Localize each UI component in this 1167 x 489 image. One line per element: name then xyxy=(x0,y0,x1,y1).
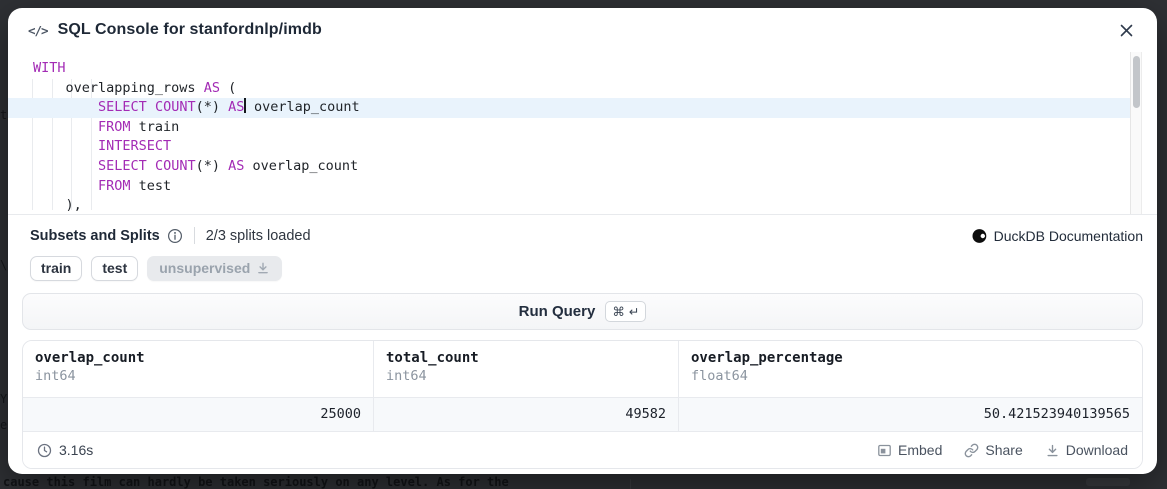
embed-icon xyxy=(878,444,891,456)
modal-header: </> SQL Console for stanfordnlp/imdb xyxy=(8,8,1157,52)
subsets-row: Subsets and Splits 2/3 splits loaded Duc… xyxy=(30,224,1143,247)
results-footer: 3.16s Embed Share xyxy=(23,431,1142,468)
code-editor-lines: WITH overlapping_rows AS ( SELECT COUNT(… xyxy=(8,52,1157,216)
result-cell: 25000 xyxy=(23,398,374,431)
text-cursor xyxy=(244,98,246,114)
splits-pills-row: train test unsupervised xyxy=(30,255,1143,281)
background-fragment-line xyxy=(630,479,631,489)
modal-title: SQL Console for stanfordnlp/imdb xyxy=(57,21,322,38)
download-label: Download xyxy=(1065,442,1128,458)
footer-actions: Embed Share Download xyxy=(877,442,1128,458)
sql-console-modal: </> SQL Console for stanfordnlp/imdb WIT… xyxy=(8,8,1157,474)
split-pill-test[interactable]: test xyxy=(91,255,139,281)
run-query-button[interactable]: Run Query ⌘ ↵ xyxy=(22,293,1143,330)
download-button[interactable]: Download xyxy=(1045,442,1128,458)
column-name: total_count xyxy=(386,350,479,366)
split-label: unsupervised xyxy=(159,260,251,276)
run-query-label: Run Query xyxy=(518,303,596,320)
embed-button[interactable]: Embed xyxy=(877,442,942,458)
background-fragment: e xyxy=(0,418,8,432)
editor-scrollbar-thumb[interactable] xyxy=(1133,56,1140,108)
code-line[interactable]: overlapping_rows AS ( xyxy=(65,79,237,96)
enter-key-icon: ↵ xyxy=(628,305,640,319)
share-button[interactable]: Share xyxy=(964,442,1023,458)
divider xyxy=(193,227,195,244)
column-type: float64 xyxy=(691,368,748,384)
download-icon xyxy=(1047,444,1058,456)
close-icon xyxy=(1120,24,1132,36)
indent-guide xyxy=(91,79,93,210)
splits-loaded-status: 2/3 splits loaded xyxy=(205,227,311,244)
code-line[interactable]: SELECT COUNT(*) AS overlap_count xyxy=(8,98,1130,118)
column-header-overlap_percentage: overlap_percentage float64 xyxy=(679,341,1142,397)
split-pill-train[interactable]: train xyxy=(30,255,83,281)
info-icon xyxy=(167,228,182,243)
cmd-key-icon: ⌘ xyxy=(612,305,625,319)
result-cell: 49582 xyxy=(374,398,679,431)
column-header-overlap_count: overlap_count int64 xyxy=(23,341,374,397)
duckdb-logo-icon xyxy=(972,228,986,243)
duckdb-documentation-link[interactable]: DuckDB Documentation xyxy=(972,228,1143,244)
duckdb-documentation-label: DuckDB Documentation xyxy=(993,227,1143,244)
close-button[interactable] xyxy=(1115,19,1137,41)
column-type: int64 xyxy=(35,368,76,384)
editor-scrollbar[interactable] xyxy=(1130,52,1142,214)
column-name: overlap_count xyxy=(35,350,145,366)
embed-label: Embed xyxy=(898,442,943,458)
background-fragment-box xyxy=(1086,478,1130,486)
background-fragment: t xyxy=(0,108,8,122)
column-name: overlap_percentage xyxy=(691,350,843,366)
indent-guide xyxy=(71,79,73,210)
split-label: train xyxy=(41,260,72,276)
keyboard-shortcut-badge: ⌘ ↵ xyxy=(605,301,647,322)
split-pill-unsupervised[interactable]: unsupervised xyxy=(147,255,283,281)
code-icon: </> xyxy=(28,22,49,38)
info-button[interactable] xyxy=(167,228,183,244)
code-line[interactable]: SELECT COUNT(*) AS overlap_count xyxy=(98,157,359,174)
code-line[interactable]: INTERSECT xyxy=(98,138,172,155)
query-time: 3.16s xyxy=(37,442,93,458)
code-line[interactable]: ), xyxy=(65,197,82,214)
column-header-total_count: total_count int64 xyxy=(374,341,679,397)
query-time-label: 3.16s xyxy=(59,442,94,458)
clock-icon xyxy=(37,443,52,457)
download-split-icon xyxy=(258,262,269,274)
background-fragment: \ xyxy=(0,258,8,272)
share-link-icon xyxy=(964,443,979,457)
subsets-title: Subsets and Splits xyxy=(30,227,160,244)
code-line[interactable]: FROM train xyxy=(98,118,180,135)
background-page-text: cause this film can hardly be taken seri… xyxy=(3,475,509,489)
column-type: int64 xyxy=(386,368,427,384)
sql-editor[interactable]: WITH overlapping_rows AS ( SELECT COUNT(… xyxy=(8,52,1157,215)
code-line[interactable]: WITH xyxy=(33,60,66,76)
indent-guide xyxy=(32,79,33,210)
code-line[interactable]: FROM test xyxy=(98,177,172,194)
indent-guide xyxy=(51,79,53,210)
result-cell: 50.421523940139565 xyxy=(983,406,1130,422)
share-label: Share xyxy=(985,442,1023,458)
split-label: test xyxy=(102,260,128,276)
